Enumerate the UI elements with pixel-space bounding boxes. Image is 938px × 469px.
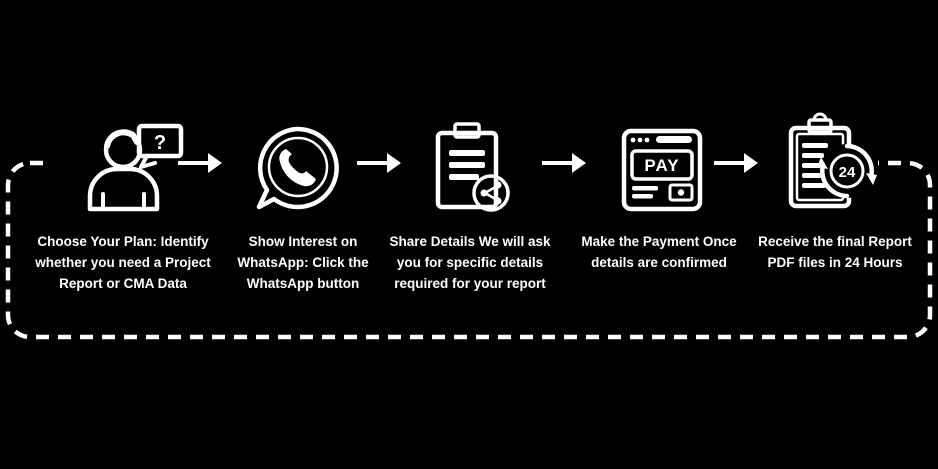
step-label-make-payment: Make the Payment Once details are confir… xyxy=(581,234,737,270)
report-24hours-icon: 24 xyxy=(788,112,877,209)
question-bubble: ? xyxy=(136,123,184,169)
payment-browser-icon: PAY xyxy=(621,128,703,212)
arrow-right-icon xyxy=(357,153,401,173)
step-label-choose-plan: Choose Your Plan: Identify whether you n… xyxy=(35,234,211,291)
arrow-right-icon xyxy=(542,153,586,173)
whatsapp-icon xyxy=(256,126,339,210)
step-label-receive-report: Receive the final Report PDF files in 24… xyxy=(758,234,912,270)
share-details-clipboard-icon xyxy=(435,122,510,212)
arrow-right-icon xyxy=(714,153,758,173)
pay-text: PAY xyxy=(644,156,679,175)
step-label-share-details: Share Details We will ask you for specif… xyxy=(389,234,551,291)
24-hours-badge: 24 xyxy=(817,143,877,199)
share-badge xyxy=(472,174,510,212)
24-hours-text: 24 xyxy=(839,164,856,181)
money-icon xyxy=(668,183,694,202)
step-label-show-interest: Show Interest on WhatsApp: Click the Wha… xyxy=(237,234,369,291)
question-mark-glyph: ? xyxy=(154,132,166,154)
person-question-icon: ? xyxy=(87,123,184,212)
arrow-right-icon xyxy=(178,153,222,173)
